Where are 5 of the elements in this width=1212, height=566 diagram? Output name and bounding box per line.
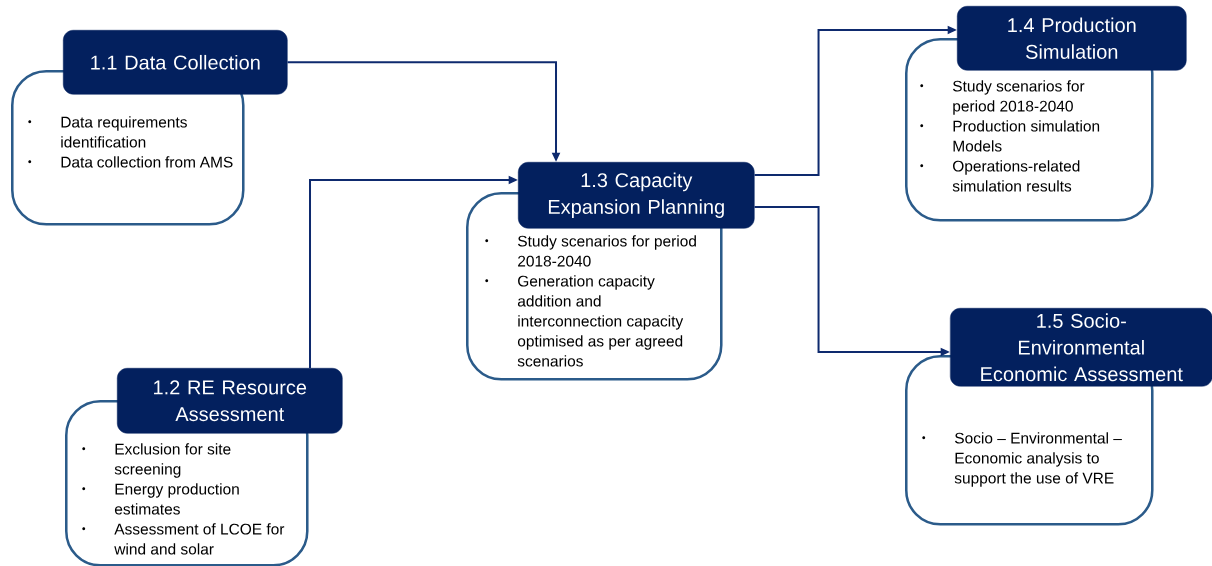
heading-box: 1.2 RE Resource Assessment [117, 368, 343, 434]
heading-box: 1.5 Socio- Environmental Economic Assessment [950, 308, 1212, 387]
heading-box: 1.1 Data Collection [63, 30, 288, 95]
heading-box: 1.4 Production Simulation [957, 6, 1187, 71]
heading-box: 1.3 Capacity Expansion Planning [518, 162, 755, 229]
